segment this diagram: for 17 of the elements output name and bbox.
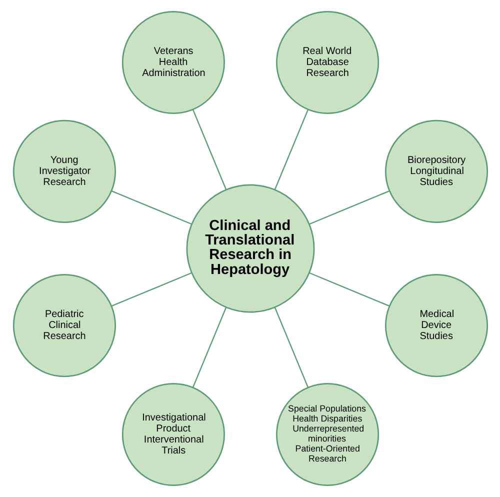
connector <box>192 307 226 388</box>
node-circle: Veterans Health Administration <box>121 10 224 114</box>
node-circle: Investigational Product Interventional Trials <box>121 383 224 486</box>
node-circle: Biorepository Longitudinal Studies <box>384 120 488 223</box>
connector <box>308 190 390 225</box>
connector <box>274 307 308 388</box>
connector <box>274 109 308 190</box>
node-circle: Pediatric Clinical Research <box>12 274 116 378</box>
node-circle: Young Investigator Research <box>12 120 116 223</box>
connector <box>192 109 226 190</box>
connector <box>110 272 192 307</box>
node-circle: Special Populations Health Disparities Underrepresented minorities Patient-Oriented Research <box>276 383 379 486</box>
node-circle: Medical Device Studies <box>384 274 488 378</box>
connector <box>110 190 192 225</box>
node-circle: Clinical and Translational Research in Hepatology <box>186 184 314 313</box>
node-circle: Real World Database Research <box>276 10 379 114</box>
connector <box>308 272 390 307</box>
